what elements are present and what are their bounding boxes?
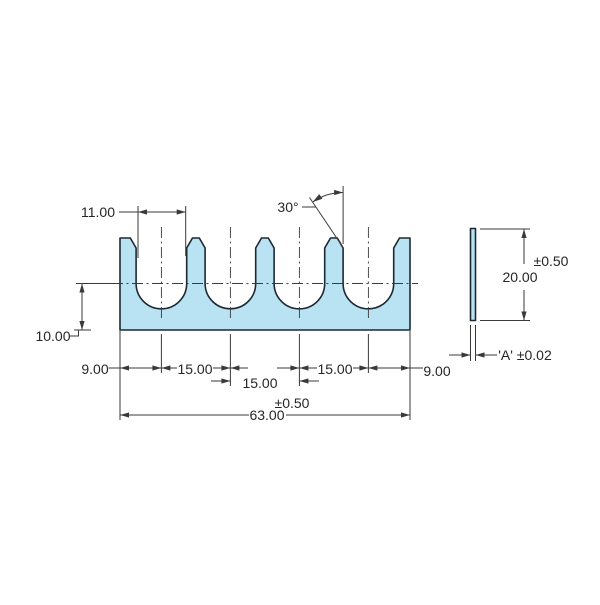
dim-overall-width: ±0.50 63.00 <box>120 395 410 423</box>
dim-slot-width: 11.00 <box>81 204 187 258</box>
dim-chamfer-angle: 30° <box>277 186 344 248</box>
dim-pitch-3: 15.00 <box>299 361 369 377</box>
dim-pitch-1: 15.00 <box>161 361 231 377</box>
dim-base-height: 10.00 <box>35 283 112 344</box>
dim-right-offset: 9.00 <box>368 363 451 379</box>
dim-pitch-2: 15.00 <box>211 365 319 391</box>
dim-chamfer-angle-label: 30° <box>277 199 298 215</box>
dim-slot-width-label: 11.00 <box>81 204 115 220</box>
bottom-extension-lines <box>119 331 411 420</box>
dim-side-height: ±0.50 20.00 <box>480 228 569 321</box>
dim-pitch-3-label: 15.00 <box>317 361 352 377</box>
dim-thickness-label: 'A' ±0.02 <box>498 347 552 363</box>
side-view <box>469 227 477 322</box>
dim-pitch-2-label: 15.00 <box>242 375 277 391</box>
slot-centerlines <box>112 227 418 319</box>
side-view-part-outline <box>469 227 477 322</box>
dim-right-offset-label: 9.00 <box>423 363 450 379</box>
dim-side-height-tol-label: ±0.50 <box>534 253 569 269</box>
front-view-part-outline <box>119 237 411 331</box>
dim-left-offset: 9.00 <box>81 361 162 377</box>
dim-side-height-label: 20.00 <box>502 269 537 285</box>
dim-base-height-label: 10.00 <box>35 328 70 344</box>
dim-pitch-1-label: 15.00 <box>177 361 212 377</box>
dim-overall-width-tol-label: ±0.50 <box>275 395 310 411</box>
dim-overall-width-label: 63.00 <box>249 407 284 423</box>
dim-thickness: 'A' ±0.02 <box>449 325 552 363</box>
dim-left-offset-label: 9.00 <box>81 361 108 377</box>
front-view <box>112 227 418 331</box>
